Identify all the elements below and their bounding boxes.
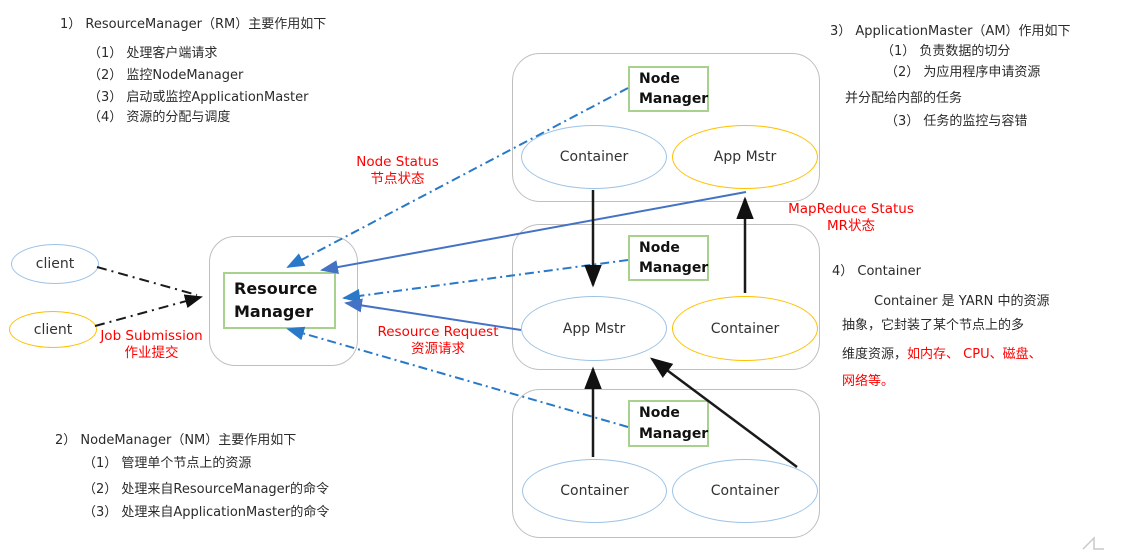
mapreduce-status-zh: MR状态 [826,218,876,234]
nm-notes-item-3: （3） 处理来自ApplicationMaster的命令 [83,505,330,520]
resource-request-zh: 资源请求 [411,341,465,357]
app-mstr-ellipse-top: App Mstr [672,125,818,189]
node-status-zh: 节点状态 [370,171,425,187]
container-label: Container [559,149,629,165]
node-status-label: Node Status 节点状态 [340,154,455,188]
client-label: client [33,321,73,338]
edge-job-submission-bottom [94,294,203,327]
job-submission-zh: 作业提交 [124,345,179,361]
mapreduce-status-label: MapReduce Status MR状态 [776,201,926,235]
client-label: client [35,256,75,272]
node-manager-top-label: Node Manager [639,70,709,107]
app-mstr-label: App Mstr [562,320,626,337]
container-notes-line-1: Container 是 YARN 中的资源 [874,294,1050,309]
container-notes-line-4: 网络等。 [842,374,895,389]
rm-notes-item-2: （2） 监控NodeManager [88,68,244,83]
app-mstr-ellipse-middle: App Mstr [521,296,667,361]
job-submission-en: Job Submission [100,328,203,344]
am-notes-item-2b: 并分配给内部的任务 [845,91,963,106]
nm-notes-item-2: （2） 处理来自ResourceManager的命令 [83,482,330,497]
resource-request-label: Resource Request 资源请求 [368,324,508,358]
app-mstr-label: App Mstr [713,149,777,165]
rm-notes-title: 1） ResourceManager（RM）主要作用如下 [60,17,327,32]
rm-notes-item-3: （3） 启动或监控ApplicationMaster [88,90,309,105]
resource-manager-node: Resource Manager [223,272,336,329]
container-label: Container [710,483,780,499]
nm-notes-item-1: （1） 管理单个节点上的资源 [83,456,252,471]
container-notes-line-2: 抽象，它封装了某个节点上的多 [842,318,1025,333]
container-ellipse-middle: Container [672,296,818,361]
container-label: Container [710,320,780,337]
rm-notes-item-1: （1） 处理客户端请求 [88,46,218,61]
am-notes-title: 3） ApplicationMaster（AM）作用如下 [830,24,1071,39]
am-notes-item-3: （3） 任务的监控与容错 [885,114,1028,129]
container-notes-title: 4） Container [832,264,921,279]
container-label: Container [560,483,629,499]
node-manager-middle: Node Manager [628,235,709,281]
client-ellipse-bottom: client [9,311,97,348]
node-manager-middle-label: Node Manager [639,239,709,276]
am-notes-item-2: （2） 为应用程序申请资源 [885,65,1041,80]
mapreduce-status-en: MapReduce Status [788,201,914,217]
edge-job-submission-top [96,266,198,296]
container-notes-line-3-black: 维度资源， [842,347,908,362]
node-status-en: Node Status [356,154,439,170]
node-manager-top: Node Manager [628,66,709,112]
container-notes-line-3: 维度资源，如内存、 CPU、磁盘、 [842,343,1042,362]
node-manager-bottom-label: Node Manager [639,405,709,442]
rm-notes-item-4: （4） 资源的分配与调度 [88,110,231,125]
container-ellipse-bottom-right: Container [672,459,818,523]
client-ellipse-top: client [11,244,99,284]
resource-manager-label: Resource Manager [234,279,318,321]
job-submission-label: Job Submission 作业提交 [94,328,209,362]
container-notes-line-3-red: 如内存、 CPU、磁盘、 [907,347,1042,362]
container-ellipse-bottom-left: Container [522,459,667,523]
am-notes-item-1: （1） 负责数据的切分 [881,44,1011,59]
corner-watermark [1082,536,1104,550]
nm-notes-title: 2） NodeManager（NM）主要作用如下 [55,433,297,448]
node-manager-bottom: Node Manager [628,400,709,447]
resource-request-en: Resource Request [377,324,499,340]
container-ellipse-top: Container [521,125,667,189]
